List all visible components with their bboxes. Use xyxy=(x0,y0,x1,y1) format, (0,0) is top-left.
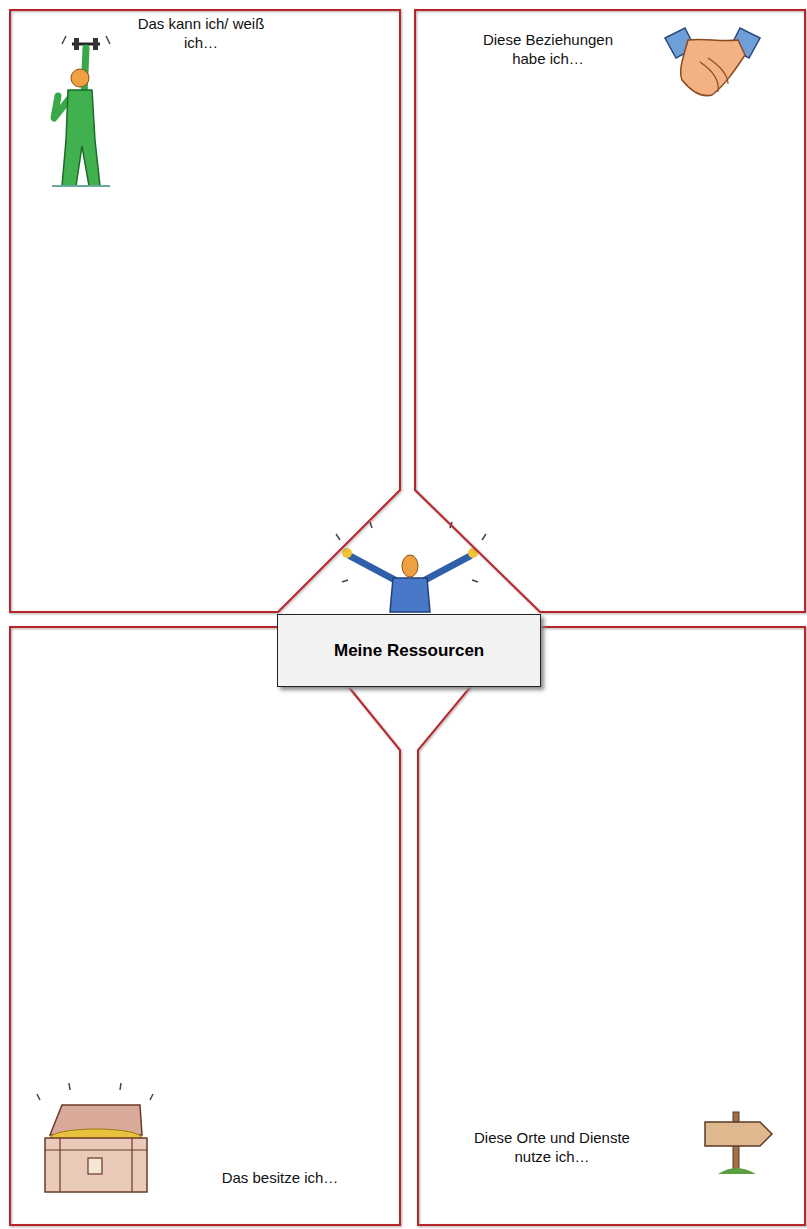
panel-outline xyxy=(8,625,404,1227)
strong-figure-icon xyxy=(52,36,110,186)
resource-panel: Diese Beziehungen habe ich… xyxy=(413,8,807,616)
panel-heading: Diese Orte und Dienste nutze ich… xyxy=(472,1128,632,1166)
panel-heading: Diese Beziehungen habe ich… xyxy=(468,30,628,68)
title-text: Meine Ressourcen xyxy=(334,640,484,662)
title-box: Meine Ressourcen xyxy=(277,614,541,687)
panel-border xyxy=(10,627,400,1225)
panel-outline xyxy=(8,8,404,616)
panel-border xyxy=(10,10,400,612)
panel-border xyxy=(418,627,805,1225)
panel-heading: Das kann ich/ weiß ich… xyxy=(126,14,276,52)
panel-outline xyxy=(413,8,807,616)
resource-panel: Das besitze ich… xyxy=(8,625,404,1227)
cheering-figure-icon xyxy=(336,522,486,612)
treasure-chest-icon xyxy=(37,1083,153,1192)
resource-panel: Das kann ich/ weiß ich… xyxy=(8,8,404,616)
resource-panel: Diese Orte und Dienste nutze ich… xyxy=(416,625,807,1227)
panel-border xyxy=(415,10,805,612)
signpost-icon xyxy=(705,1112,772,1174)
handshake-icon xyxy=(665,28,760,96)
panel-heading: Das besitze ich… xyxy=(180,1168,380,1187)
